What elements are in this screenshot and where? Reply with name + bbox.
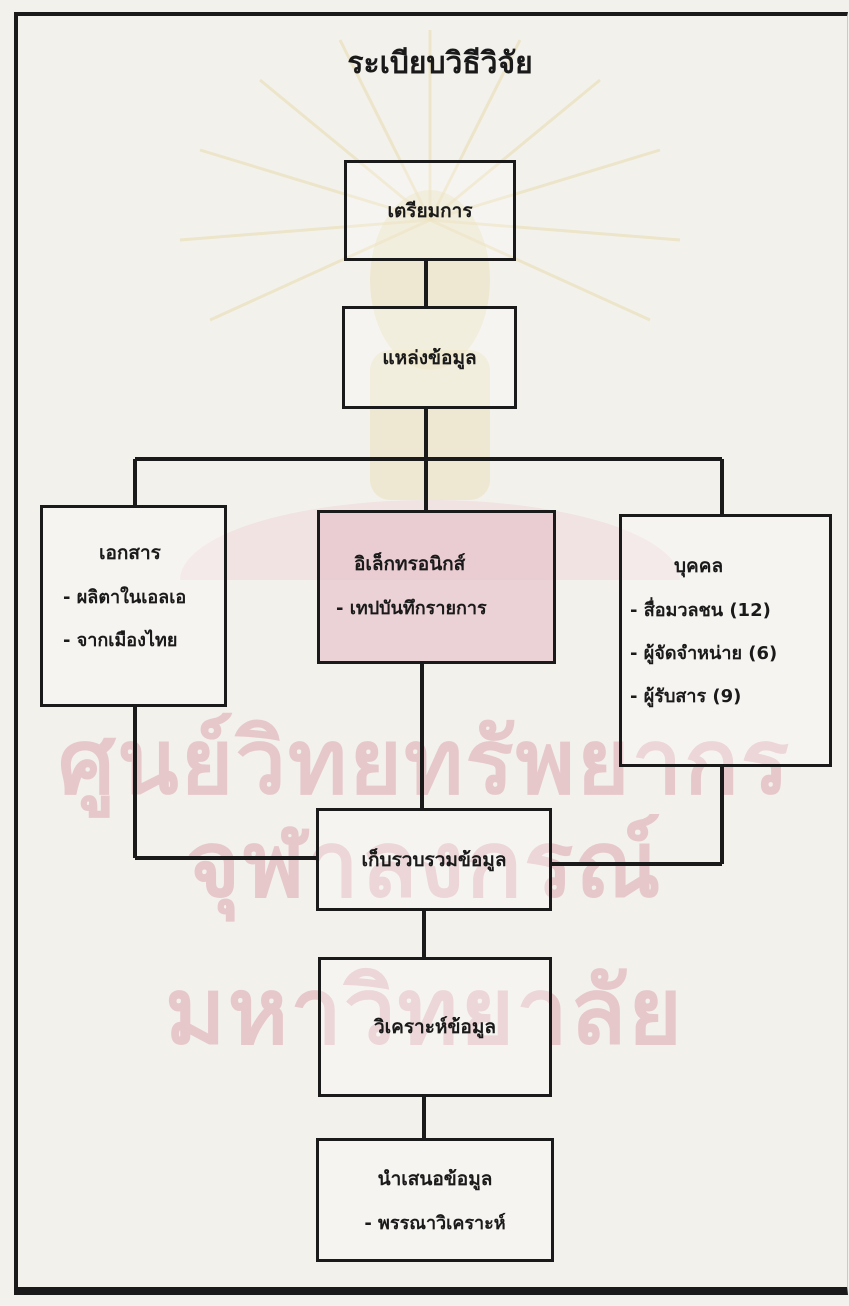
node-data-source: แหล่งข้อมูล bbox=[342, 306, 517, 409]
node-documents-label: เอกสาร bbox=[99, 542, 161, 564]
node-persons-item: - ผู้รับสาร (9) bbox=[630, 686, 742, 707]
node-electronics-label: อิเล็กทรอนิกส์ bbox=[354, 553, 466, 575]
node-analysis-label: วิเคราะห์ข้อมูล bbox=[373, 1016, 497, 1038]
node-presentation-item: - พรรณาวิเคราะห์ bbox=[364, 1212, 506, 1234]
page-frame bbox=[14, 12, 848, 1295]
node-persons-item: - ผู้จัดจำหน่าย (6) bbox=[630, 643, 778, 664]
node-collection: เก็บรวบรวมข้อมูล bbox=[316, 808, 552, 911]
node-documents-item: - ผลิตาในเอลเอ bbox=[63, 587, 187, 608]
node-persons: บุคคล - สื่อมวลชน (12) - ผู้จัดจำหน่าย (… bbox=[619, 514, 832, 767]
node-preparation: เตรียมการ bbox=[344, 160, 516, 261]
node-presentation-label: นำเสนอข้อมูล bbox=[377, 1167, 493, 1190]
node-preparation-label: เตรียมการ bbox=[387, 199, 473, 222]
node-analysis: วิเคราะห์ข้อมูล bbox=[318, 957, 552, 1097]
node-persons-label: บุคคล bbox=[674, 555, 724, 577]
node-documents-item: - จากเมืองไทย bbox=[63, 630, 178, 651]
node-electronics: อิเล็กทรอนิกส์ - เทปบันทึกรายการ bbox=[317, 510, 556, 664]
node-documents: เอกสาร - ผลิตาในเอลเอ - จากเมืองไทย bbox=[40, 505, 227, 707]
node-electronics-item: - เทปบันทึกรายการ bbox=[336, 598, 487, 619]
node-presentation: นำเสนอข้อมูล - พรรณาวิเคราะห์ bbox=[316, 1138, 554, 1262]
node-data-source-label: แหล่งข้อมูล bbox=[382, 346, 477, 369]
node-persons-item: - สื่อมวลชน (12) bbox=[630, 600, 771, 621]
diagram-title: ระเบียบวิธีวิจัย bbox=[347, 46, 533, 81]
node-collection-label: เก็บรวบรวมข้อมูล bbox=[361, 848, 507, 871]
